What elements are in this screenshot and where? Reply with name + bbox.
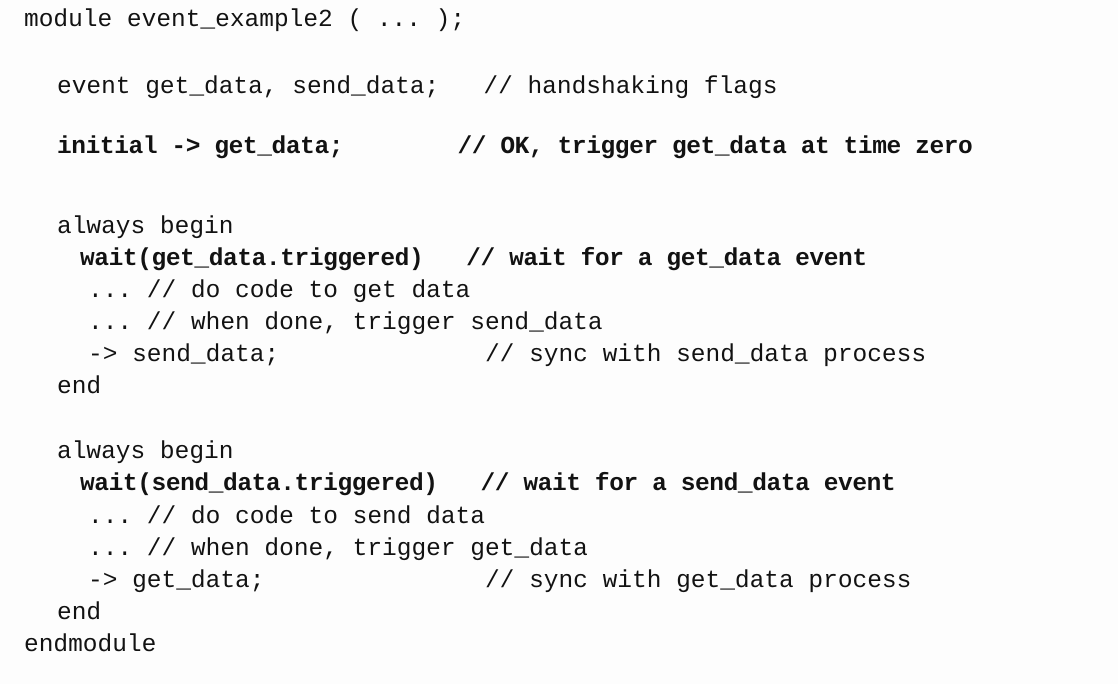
code-line-initial-trigger-get-data: initial -> get_data; // OK, trigger get_… — [57, 134, 973, 161]
code-line-comment-do-code-send-data: ... // do code to send data — [88, 504, 485, 531]
code-line-always-begin-second: always begin — [57, 439, 234, 466]
code-line-comment-when-done-trigger-send-data: ... // when done, trigger send_data — [88, 310, 603, 337]
code-line-end-second-block: end — [57, 600, 102, 627]
code-line-module-declaration: module event_example2 ( ... ); — [24, 7, 466, 34]
code-line-always-begin-first: always begin — [57, 214, 234, 241]
code-line-wait-get-data-triggered: wait(get_data.triggered) // wait for a g… — [80, 246, 867, 273]
code-line-trigger-get-data: -> get_data; // sync with get_data proce… — [88, 568, 912, 595]
code-line-comment-do-code-get-data: ... // do code to get data — [88, 278, 471, 305]
code-line-comment-when-done-trigger-get-data: ... // when done, trigger get_data — [88, 536, 588, 563]
code-line-trigger-send-data: -> send_data; // sync with send_data pro… — [88, 342, 927, 369]
code-line-end-first-block: end — [57, 374, 102, 401]
code-line-endmodule: endmodule — [24, 632, 157, 659]
code-line-wait-send-data-triggered: wait(send_data.triggered) // wait for a … — [80, 471, 896, 498]
code-line-event-declaration: event get_data, send_data; // handshakin… — [57, 74, 778, 101]
